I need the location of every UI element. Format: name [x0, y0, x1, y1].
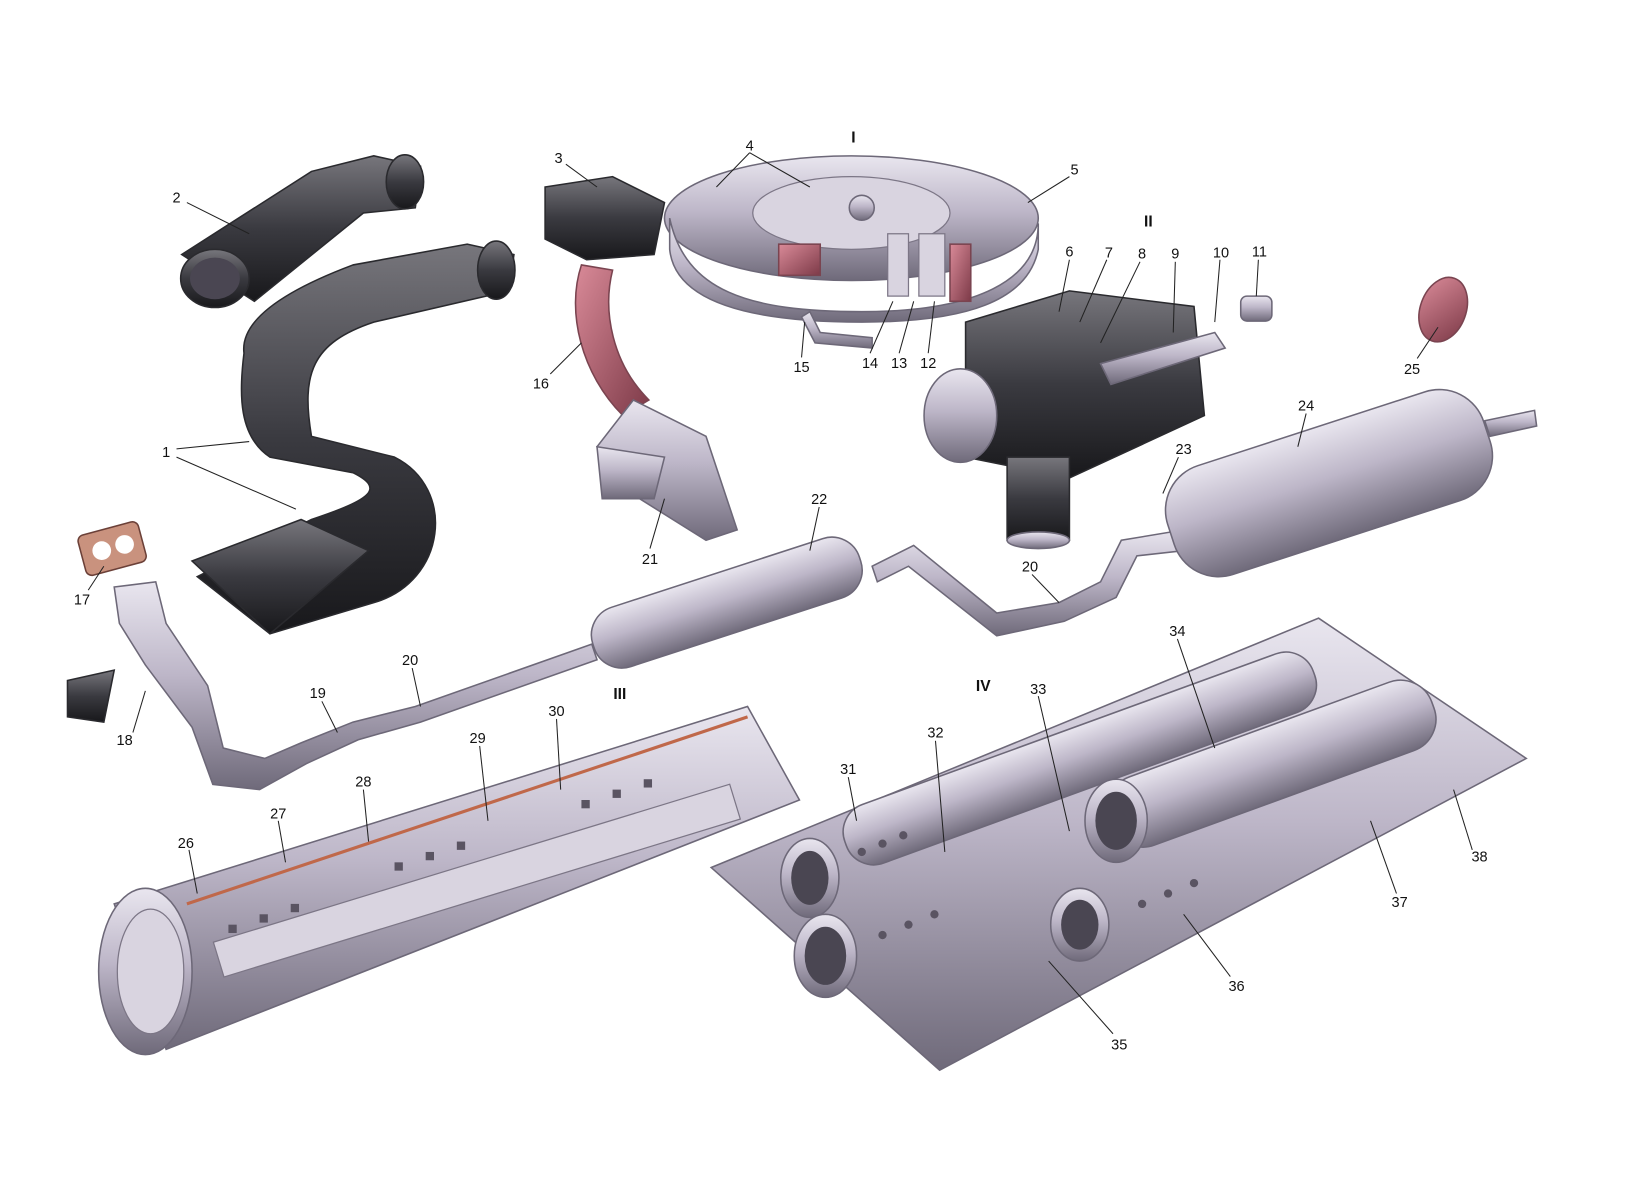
callout-27: 27	[270, 807, 286, 823]
callout-36: 36	[1228, 979, 1244, 995]
callout-23: 23	[1176, 442, 1192, 458]
section-label-II: II	[1144, 213, 1153, 230]
gasket-17	[77, 521, 147, 577]
callout-7: 7	[1105, 246, 1113, 262]
callout-32: 32	[927, 726, 943, 742]
exhaust-system	[66, 388, 1538, 791]
callout-labels: I II III IV 1 2 3 4 5 6 7 8 9 10 11 12 1…	[74, 129, 1488, 1053]
callout-14: 14	[862, 356, 878, 372]
gasket-25	[1418, 276, 1469, 343]
callout-2: 2	[172, 191, 180, 207]
muffler-cutaway-IV	[709, 617, 1528, 1072]
callout-30: 30	[548, 704, 564, 720]
callout-22: 22	[811, 492, 827, 508]
section-label-IV: IV	[976, 678, 991, 695]
callout-17: 17	[74, 593, 90, 609]
callout-38: 38	[1471, 849, 1487, 865]
callout-20a: 20	[402, 653, 418, 669]
intake-hose-2	[179, 154, 425, 309]
callout-21: 21	[642, 552, 658, 568]
leader-lines	[87, 152, 1473, 1035]
callout-8: 8	[1138, 247, 1146, 263]
callout-10: 10	[1213, 246, 1229, 262]
corrugated-intake-hose-1	[190, 240, 516, 635]
warm-air-valve-II	[923, 290, 1273, 550]
callout-9: 9	[1171, 247, 1179, 263]
callout-25: 25	[1404, 362, 1420, 378]
callout-11: 11	[1252, 245, 1267, 261]
callout-15: 15	[793, 360, 809, 376]
callout-16: 16	[533, 377, 549, 393]
callout-4: 4	[746, 139, 754, 155]
callout-28: 28	[355, 774, 371, 790]
callout-5: 5	[1071, 163, 1079, 179]
callout-19: 19	[310, 686, 326, 702]
callout-35: 35	[1111, 1037, 1127, 1053]
callout-20b: 20	[1022, 559, 1038, 575]
callout-29: 29	[470, 731, 486, 747]
callout-6: 6	[1065, 245, 1073, 261]
callout-31: 31	[840, 762, 856, 778]
callout-34: 34	[1169, 624, 1185, 640]
callout-13: 13	[891, 356, 907, 372]
callout-26: 26	[178, 836, 194, 852]
section-label-III: III	[613, 686, 626, 703]
callout-3: 3	[555, 151, 563, 167]
callout-18: 18	[117, 733, 133, 749]
resonator-cutaway-III	[97, 705, 801, 1056]
air-cleaner-assembly	[544, 155, 1040, 542]
callout-37: 37	[1391, 895, 1407, 911]
callout-1: 1	[162, 445, 170, 461]
section-label-I: I	[851, 129, 855, 146]
callout-12: 12	[920, 356, 936, 372]
callout-33: 33	[1030, 682, 1046, 698]
callout-24: 24	[1298, 398, 1314, 414]
